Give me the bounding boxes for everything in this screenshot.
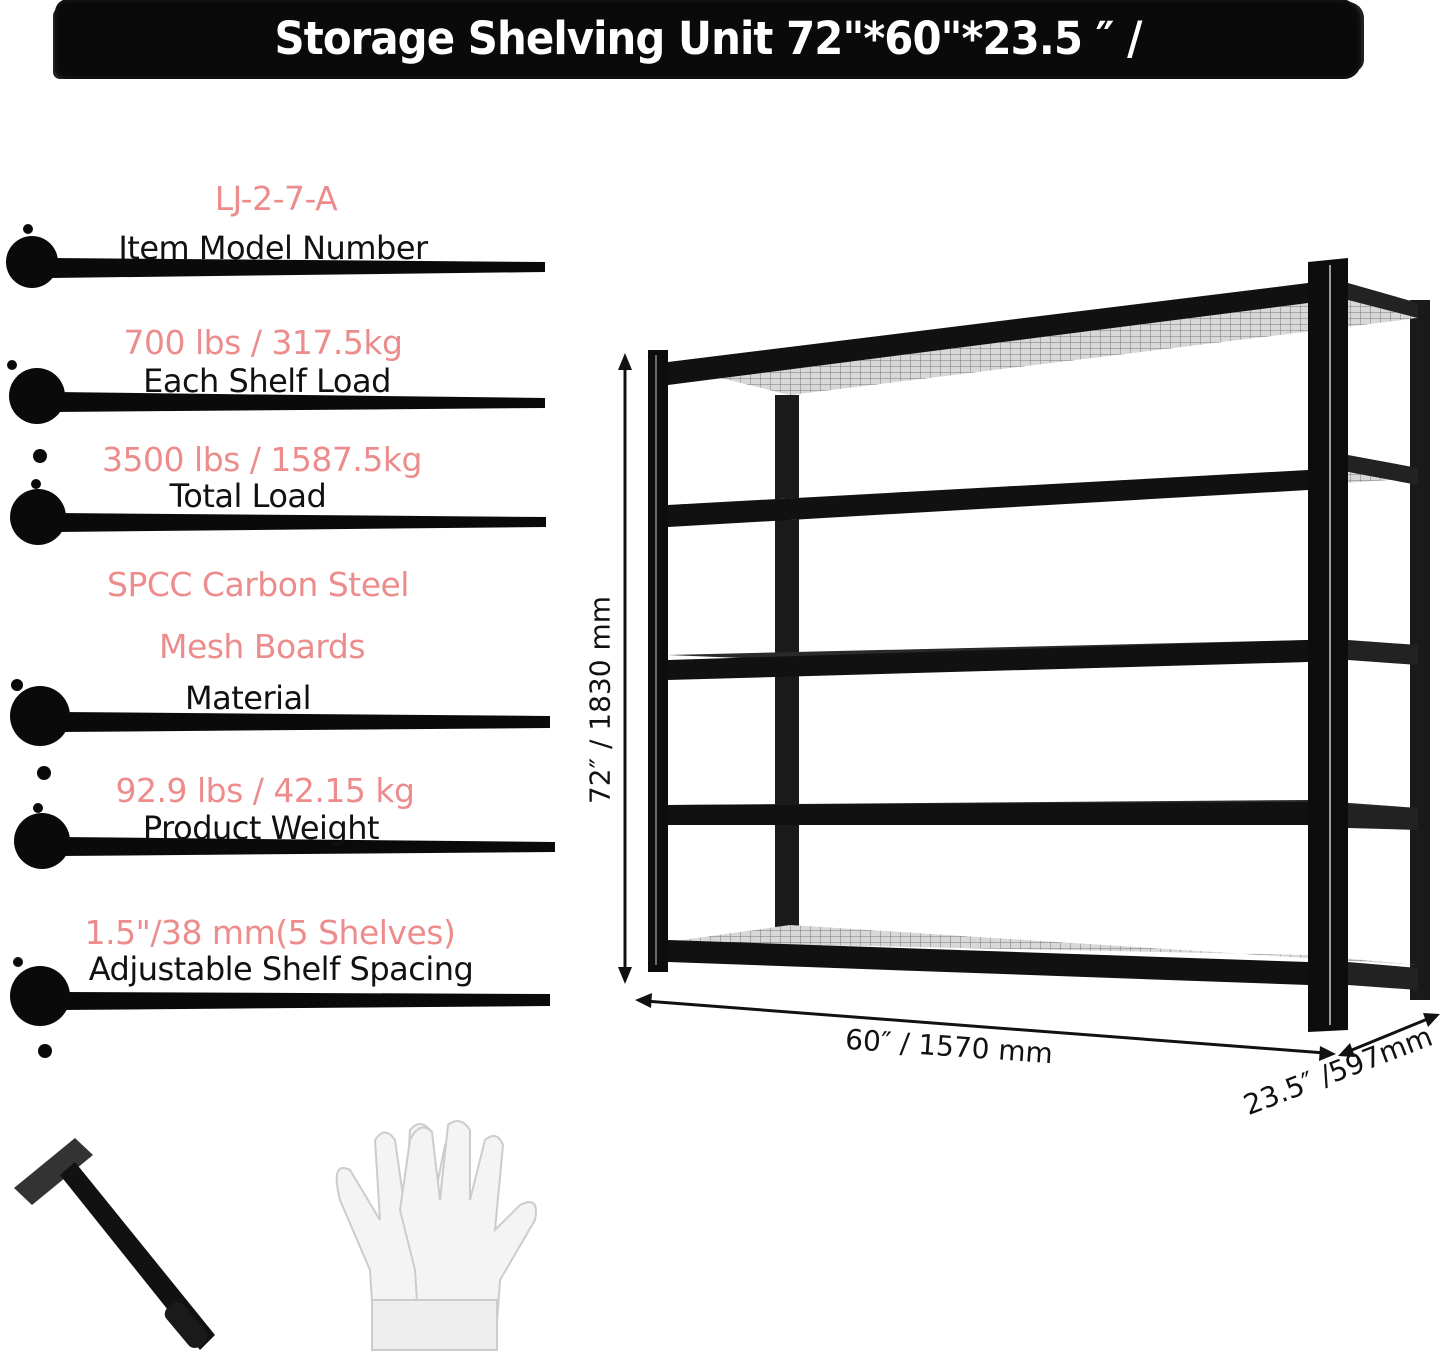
depth-arrow	[1346, 1016, 1431, 1054]
front-left-post	[648, 350, 668, 972]
spec-value: SPCC Carbon Steel	[107, 565, 409, 604]
spec-label: Product Weight	[142, 809, 380, 847]
brush-stroke-5	[14, 766, 555, 869]
brush-stroke-2	[7, 360, 545, 424]
shelves	[668, 283, 1418, 990]
spec-value: LJ-2-7-A	[214, 179, 338, 218]
brush-stroke-1	[6, 224, 545, 288]
spec-label: Material	[185, 679, 312, 717]
gloves-icon	[335, 1120, 537, 1351]
spec-value: Mesh Boards	[158, 627, 366, 666]
front-right-post	[1308, 258, 1348, 1032]
spec-value: 92.9 lbs / 42.15 kg	[115, 771, 415, 810]
spec-label: Adjustable Shelf Spacing	[88, 950, 474, 988]
page-title: Storage Shelving Unit 72"*60"*23.5 ″ / 1…	[274, 12, 1143, 131]
spec-value: 3500 lbs / 1587.5kg	[102, 440, 422, 479]
spec-label: Total Load	[169, 477, 327, 515]
brush-stroke-4	[10, 679, 550, 746]
title-banner	[58, 2, 1358, 76]
spec-label: Each Shelf Load	[143, 362, 391, 400]
hammer-icon	[14, 1138, 215, 1350]
spec-value: 1.5"/38 mm(5 Shelves)	[84, 913, 456, 952]
spec-label: Item Model Number	[118, 229, 428, 267]
brush-stroke-6	[10, 957, 550, 1058]
spec-value: 700 lbs / 317.5kg	[123, 323, 403, 362]
width-arrow	[644, 999, 1326, 1055]
brush-stroke-3	[10, 449, 546, 545]
dimension-arrows	[618, 353, 1440, 1061]
